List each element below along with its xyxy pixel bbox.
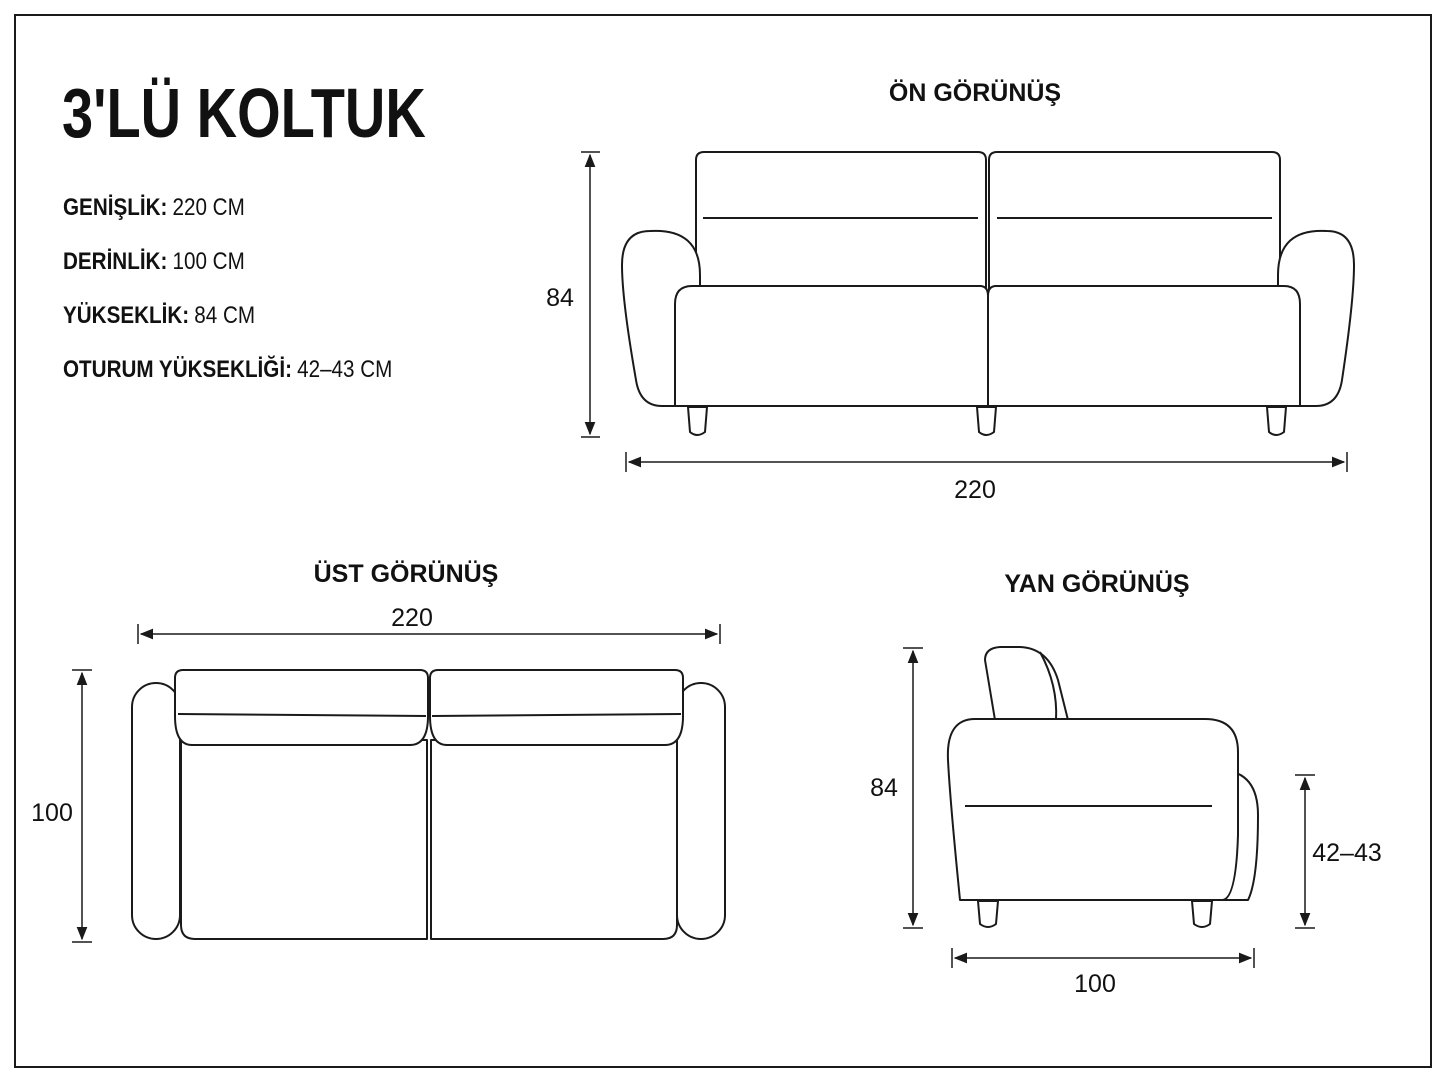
front-seat-cushion-left: [674, 285, 989, 407]
spec-height-label: YÜKSEKLİK:: [63, 302, 190, 329]
spec-height-value: 84 CM: [194, 302, 256, 329]
drawing-frame: [14, 14, 1432, 1068]
front-seat-cushion-right: [987, 285, 1301, 407]
side-depth-label: 100: [1074, 970, 1116, 998]
spec-width: GENİŞLİK:220 CM: [63, 194, 245, 222]
front-view: ÖN GÖRÜNÜŞ 84 220: [546, 78, 1355, 504]
spec-seat-height-value: 42–43 CM: [297, 356, 393, 383]
top-back-seam-left: [177, 713, 427, 717]
side-back-cushion-seam: [1039, 651, 1058, 721]
front-view-heading: ÖN GÖRÜNÜŞ: [889, 78, 1061, 107]
front-leg-right: [1266, 406, 1287, 436]
spec-depth: DERİNLİK:100 CM: [63, 248, 245, 276]
spec-depth-label: DERİNLİK:: [63, 248, 168, 275]
top-seat-cushion-left: [180, 739, 428, 940]
front-back-cushion-right: [988, 151, 1281, 293]
side-view-heading: YAN GÖRÜNÜŞ: [1004, 569, 1189, 598]
side-leg-back: [977, 900, 999, 928]
spec-seat-height-label: OTURUM YÜKSEKLİĞİ:: [63, 356, 292, 383]
top-seat-cushion-right: [430, 739, 678, 940]
top-depth-label: 100: [31, 799, 73, 827]
side-arm-body: [946, 718, 1239, 901]
side-leg-front: [1191, 900, 1213, 928]
front-leg-left: [687, 406, 708, 436]
spec-height: YÜKSEKLİK:84 CM: [63, 302, 255, 330]
top-arm-left: [131, 682, 181, 940]
front-width-label: 220: [954, 476, 996, 504]
top-arm-right: [676, 682, 726, 940]
top-back-cushion-left: [174, 669, 429, 746]
top-view: ÜST GÖRÜNÜŞ 220 100: [31, 559, 726, 943]
side-view: YAN GÖRÜNÜŞ 84 42–43 100: [870, 569, 1382, 998]
product-title: 3'LÜ KOLTUK: [62, 74, 426, 152]
side-seat-label: 42–43: [1312, 839, 1382, 867]
spec-width-label: GENİŞLİK:: [63, 194, 168, 221]
front-height-label: 84: [546, 284, 574, 312]
spec-depth-value: 100 CM: [172, 248, 245, 275]
top-back-seam-right: [431, 713, 682, 717]
top-width-label: 220: [391, 604, 433, 632]
top-back-cushion-right: [429, 669, 684, 746]
front-leg-middle: [976, 406, 997, 436]
spec-width-value: 220 CM: [172, 194, 245, 221]
spec-seat-height: OTURUM YÜKSEKLİĞİ:42–43 CM: [63, 356, 392, 384]
top-view-heading: ÜST GÖRÜNÜŞ: [314, 559, 499, 588]
side-height-label: 84: [870, 774, 898, 802]
front-back-cushion-left: [695, 151, 987, 293]
